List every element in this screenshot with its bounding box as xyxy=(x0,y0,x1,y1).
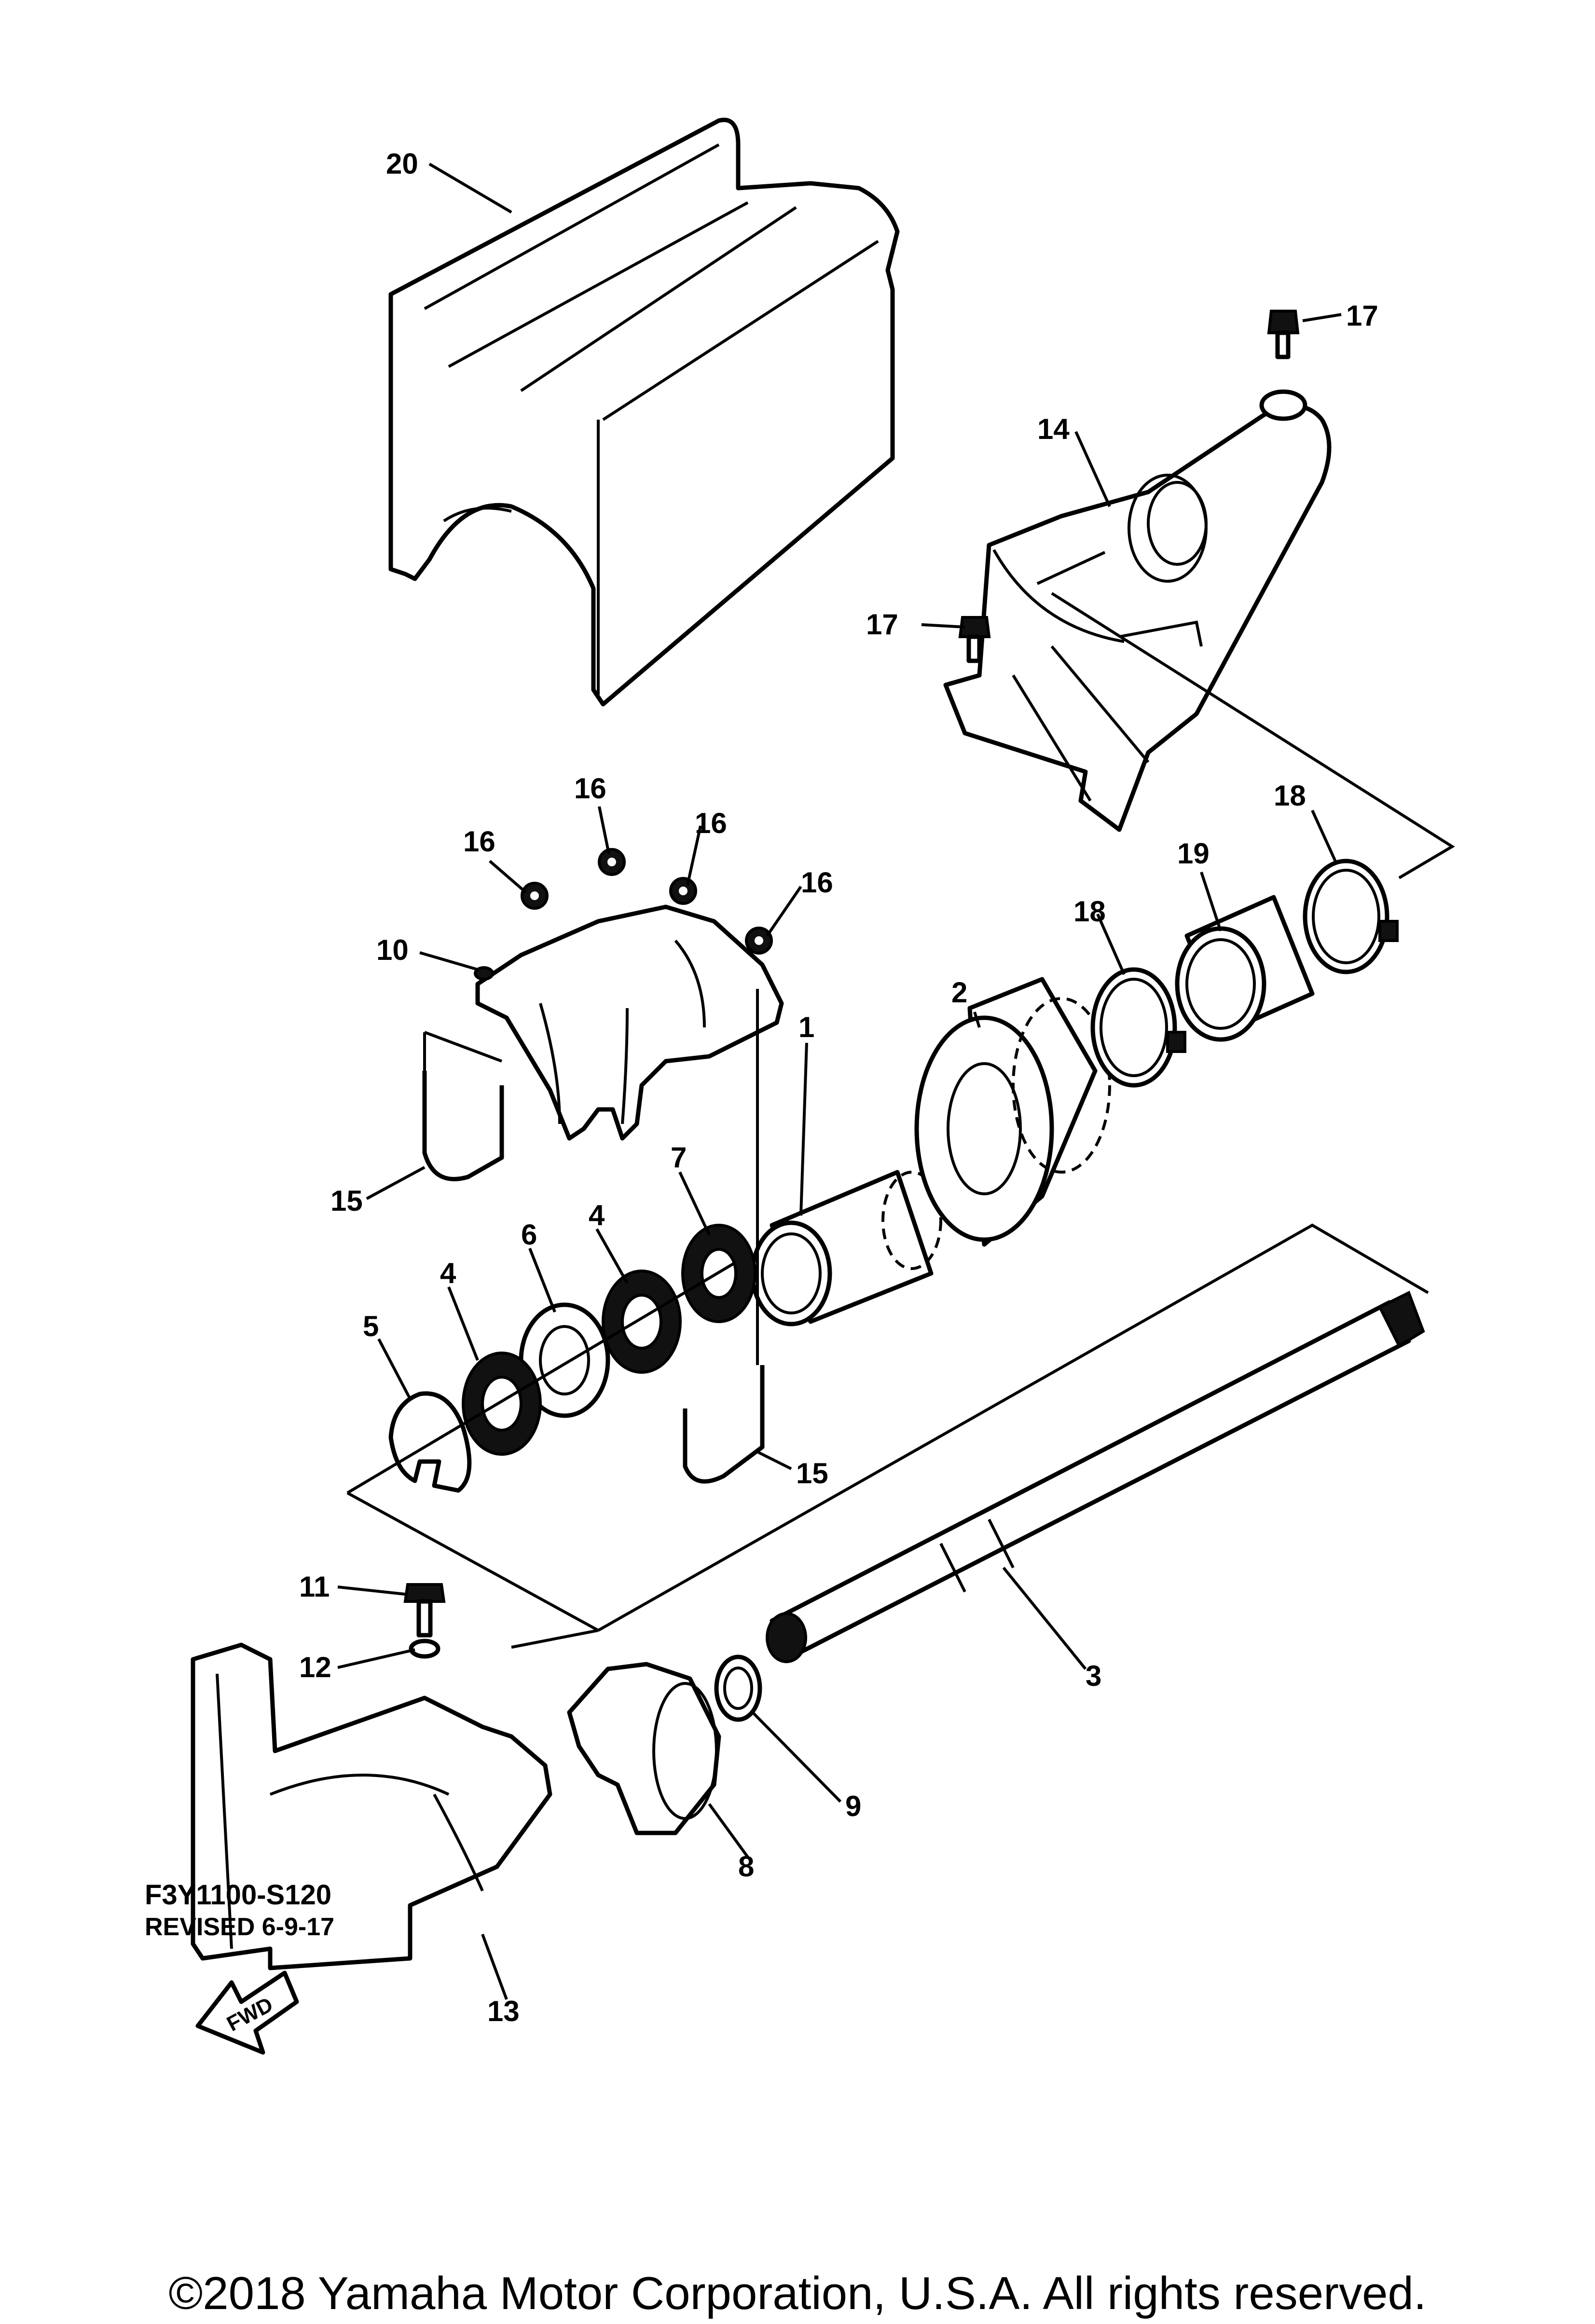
part-4-bearing-upper xyxy=(602,1270,682,1374)
part-18-clamp-outer xyxy=(1303,859,1399,974)
leader-lines xyxy=(337,163,1342,2000)
label-15-lower: 15 xyxy=(796,1457,828,1490)
copyright-notice: ©2018 Yamaha Motor Corporation, U.S.A. A… xyxy=(168,2268,1427,2319)
alignment-lines xyxy=(346,551,1455,1649)
part-2-damper xyxy=(914,977,1111,1247)
label-11: 11 xyxy=(299,1571,330,1603)
label-16-center: 16 xyxy=(574,772,606,805)
part-10-bearing-housing xyxy=(474,904,784,1141)
label-12: 12 xyxy=(299,1651,331,1683)
fwd-arrow: FWD xyxy=(195,1970,299,2055)
label-6: 6 xyxy=(521,1218,537,1251)
part-16-nut-d xyxy=(745,927,773,955)
label-16-left: 16 xyxy=(463,825,495,858)
part-15-u-bolt-lower xyxy=(683,1365,765,1484)
part-5-circlip xyxy=(388,1391,472,1493)
label-7: 7 xyxy=(671,1141,687,1174)
part-11-bolt xyxy=(403,1583,446,1638)
part-4-bearing-lower xyxy=(462,1352,542,1456)
part-16-nut-b xyxy=(598,848,626,876)
label-18-inner: 18 xyxy=(1073,895,1106,928)
part-8-coupling xyxy=(567,1662,721,1835)
label-9: 9 xyxy=(845,1790,861,1822)
label-15-upper: 15 xyxy=(330,1185,363,1217)
label-17-upper: 17 xyxy=(1346,300,1378,332)
label-20: 20 xyxy=(386,148,418,180)
part-16-nut-c xyxy=(669,877,697,905)
part-13-bracket xyxy=(191,1642,552,1970)
part-9-washer xyxy=(714,1654,762,1722)
label-17-lower: 17 xyxy=(866,608,898,641)
part-20-cover-block xyxy=(388,118,900,707)
label-14: 14 xyxy=(1037,413,1070,445)
diagram-reference-code: F3Y1100-S120 xyxy=(145,1879,331,1911)
label-18-outer: 18 xyxy=(1274,779,1306,812)
label-4-lower: 4 xyxy=(440,1257,456,1289)
part-17-bolt-lower xyxy=(958,616,991,663)
label-4-upper: 4 xyxy=(589,1199,605,1231)
part-1-sleeve xyxy=(750,1170,942,1326)
label-5: 5 xyxy=(363,1310,379,1342)
part-12-collar xyxy=(409,1639,440,1659)
part-14-intake-duct xyxy=(943,389,1332,832)
revision-date: REVISED 6-9-17 xyxy=(145,1913,335,1941)
label-16-far: 16 xyxy=(801,866,833,899)
part-17-bolt-upper xyxy=(1267,310,1300,359)
part-19-hose xyxy=(1175,895,1315,1042)
part-18-clamp-inner xyxy=(1090,967,1186,1088)
part-3-drive-shaft xyxy=(766,1290,1425,1663)
part-15-u-bolt-upper xyxy=(422,1071,504,1181)
label-16-right: 16 xyxy=(695,807,727,839)
label-19: 19 xyxy=(1177,837,1210,870)
label-13: 13 xyxy=(487,1995,520,2027)
label-1: 1 xyxy=(798,1011,814,1043)
label-2: 2 xyxy=(951,976,967,1009)
label-8: 8 xyxy=(738,1850,754,1883)
part-16-nut-a xyxy=(521,882,549,910)
part-labels: 20 17 14 17 16 16 16 16 18 19 18 10 2 1 … xyxy=(299,148,1378,2027)
label-3: 3 xyxy=(1086,1660,1101,1692)
label-10: 10 xyxy=(376,934,409,966)
